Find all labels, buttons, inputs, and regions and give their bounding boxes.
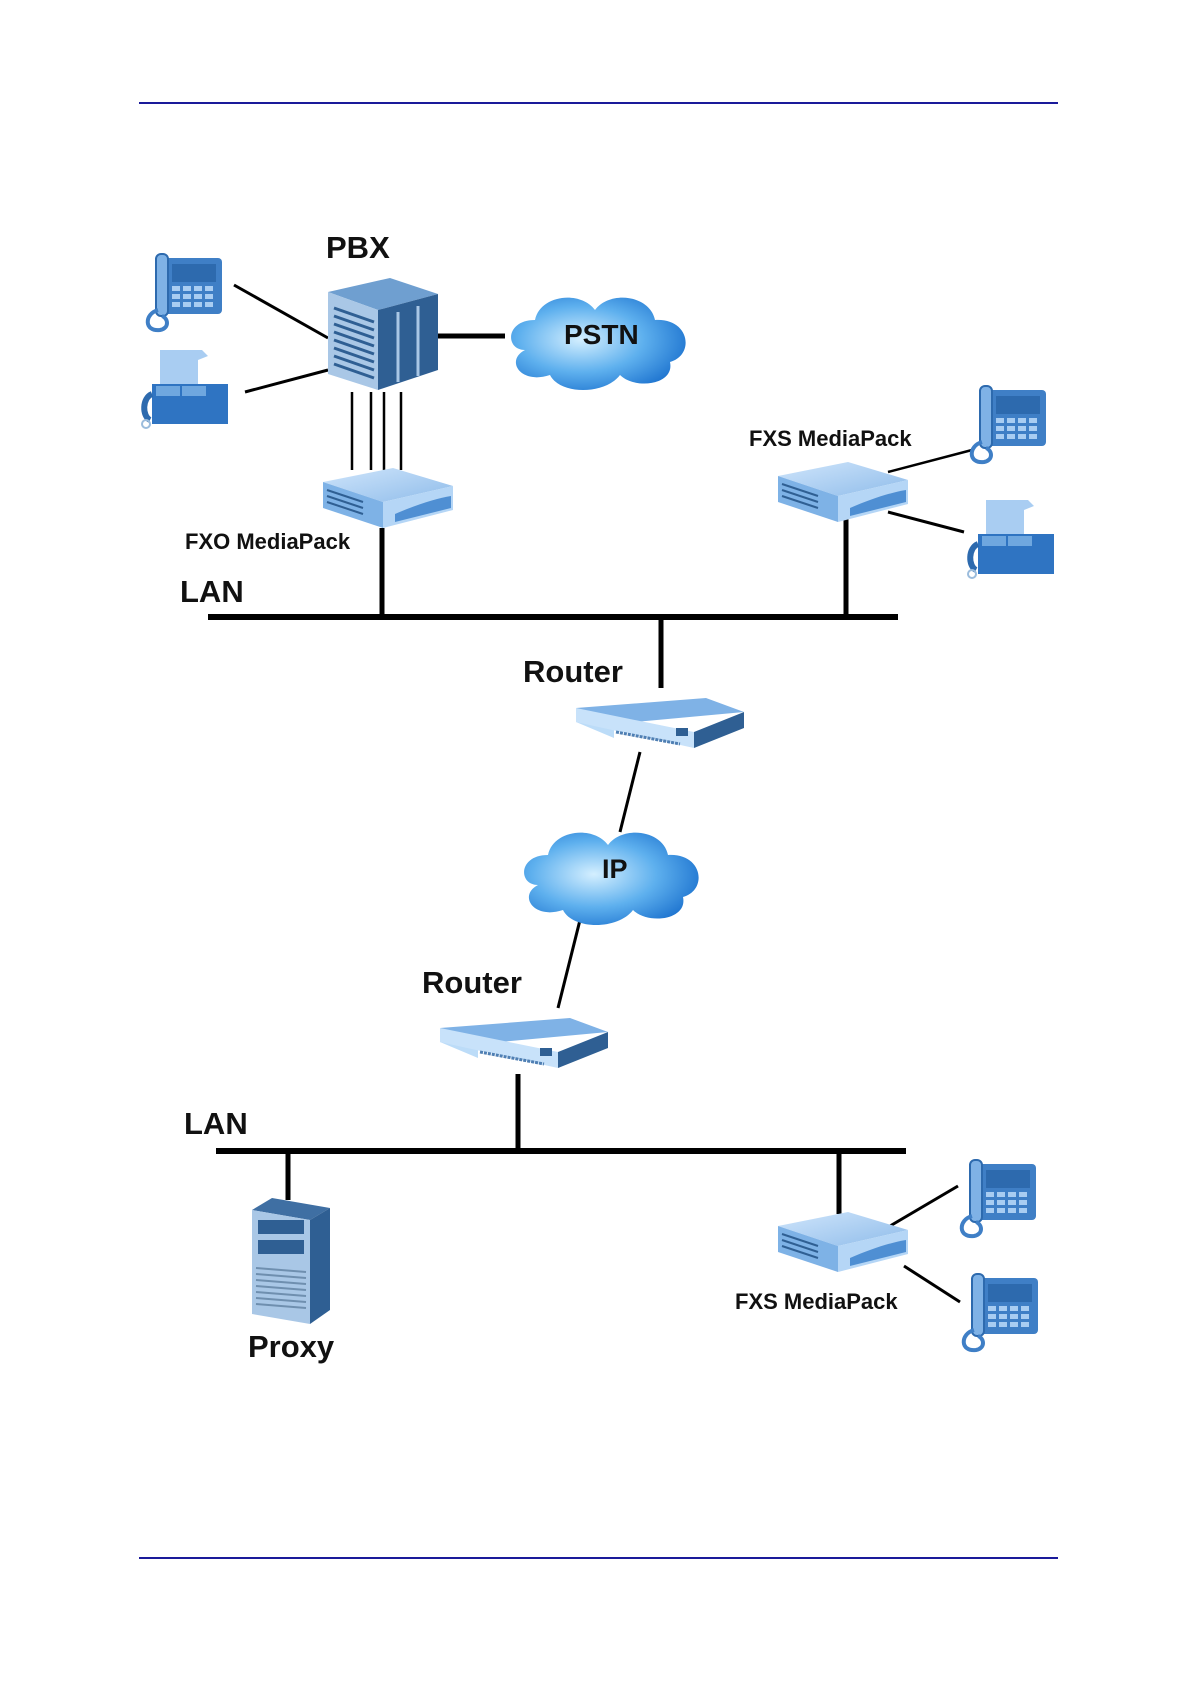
link-fxs-top-fax — [888, 512, 964, 532]
fxs-mediapack-bottom-label: FXS MediaPack — [735, 1289, 898, 1314]
phone-icon — [972, 386, 1046, 462]
fxo-mediapack-label: FXO MediaPack — [185, 529, 351, 554]
proxy-label: Proxy — [248, 1329, 335, 1364]
ip-label: IP — [602, 854, 628, 884]
link-ip-router-bottom — [558, 920, 580, 1008]
gateway-icon — [323, 468, 453, 528]
fxs-mediapack-top-label: FXS MediaPack — [749, 426, 912, 451]
link-fxs-top-phone — [888, 450, 972, 472]
router-top-label: Router — [523, 654, 623, 689]
link-fax-pbx — [245, 370, 328, 392]
pbx-label: PBX — [326, 230, 390, 265]
pstn-label: PSTN — [564, 319, 639, 350]
router-bottom-label: Router — [422, 965, 522, 1000]
link-fxs-bottom-phone-1 — [890, 1186, 958, 1226]
lan-bottom-label: LAN — [184, 1106, 248, 1141]
server-icon — [252, 1198, 330, 1324]
phone-icon — [148, 254, 222, 330]
link-phone-pbx — [234, 285, 328, 338]
fax-icon — [142, 350, 228, 428]
fax-icon — [968, 500, 1054, 578]
phone-icon — [962, 1160, 1036, 1236]
router-icon — [440, 1018, 608, 1068]
router-icon — [576, 698, 744, 748]
pbx-icon — [328, 278, 438, 390]
link-fxs-bottom-phone-2 — [904, 1266, 960, 1302]
lan-top-label: LAN — [180, 574, 244, 609]
gateway-icon — [778, 1212, 908, 1272]
link-router-top-ip — [620, 752, 640, 832]
phone-icon — [964, 1274, 1038, 1350]
